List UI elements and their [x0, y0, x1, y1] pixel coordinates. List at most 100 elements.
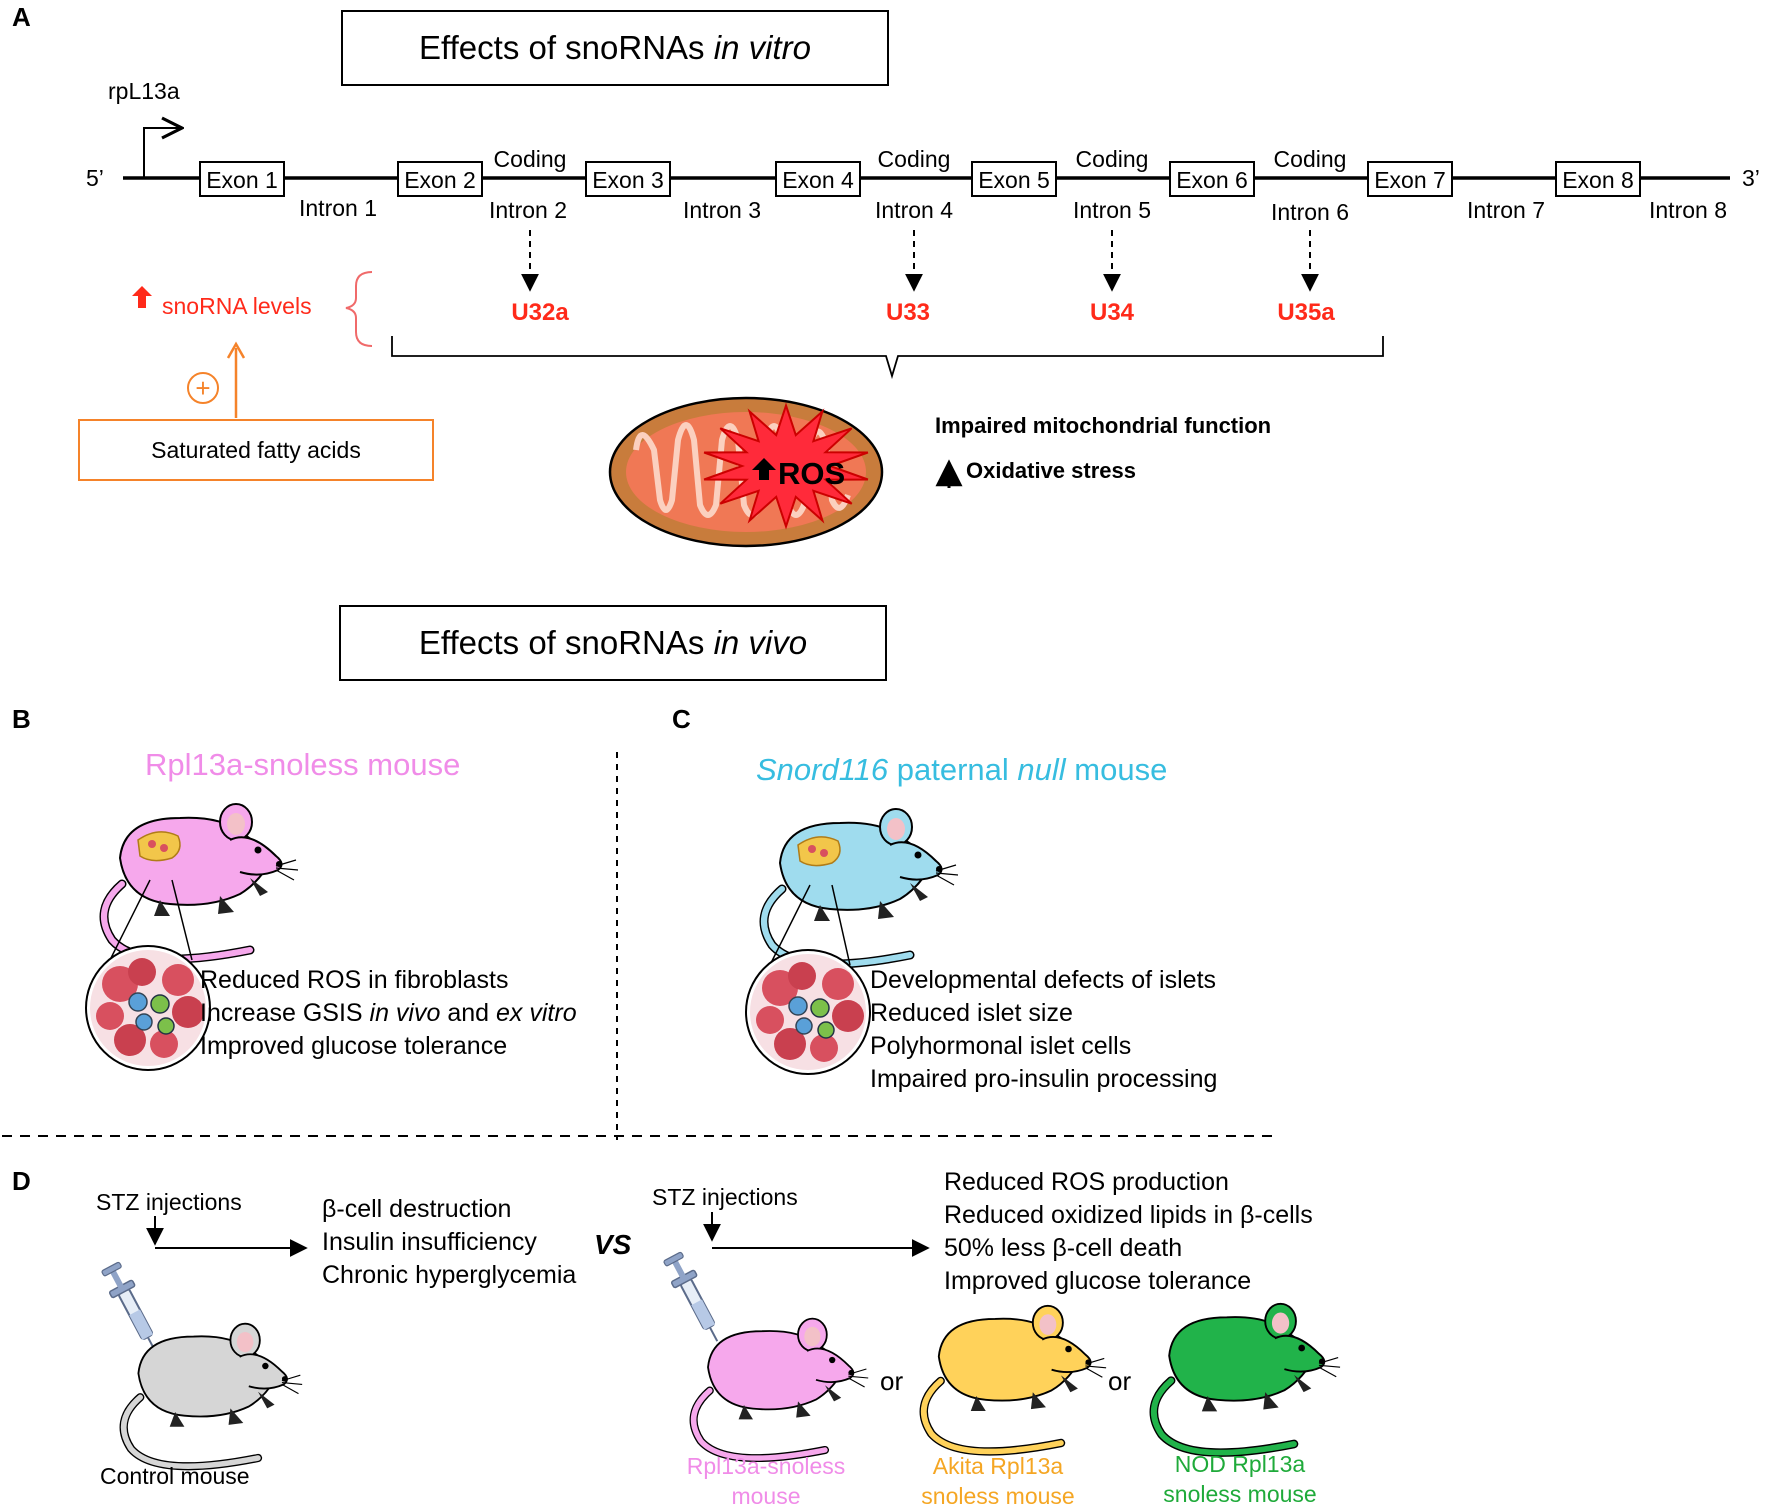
islet-icon-b	[85, 945, 211, 1071]
vs-label: VS	[594, 1229, 632, 1260]
exon-box-5	[971, 161, 1057, 197]
blue-mouse-icon	[759, 808, 959, 969]
stz-label-control: STZ injections	[96, 1189, 242, 1215]
exon-box-2	[397, 161, 483, 197]
exon-label-4: Exon 4	[782, 167, 854, 193]
rpl13a-label-line-1: Rpl13a-snoless	[687, 1453, 846, 1479]
coding-label-1: Coding	[494, 146, 567, 172]
exon-label-6: Exon 6	[1176, 167, 1248, 193]
snorna-label-1: U32a	[511, 299, 569, 326]
snoless-effect-2: Reduced oxidized lipids in β-cells	[944, 1201, 1313, 1229]
panel-c-line-1: Developmental defects of islets	[870, 966, 1216, 994]
snorna-brace	[345, 271, 373, 347]
pink-snoless-mouse-icon	[689, 1317, 869, 1463]
intron-label-7: Intron 7	[1467, 197, 1545, 223]
exon-label-7: Exon 7	[1374, 167, 1446, 193]
or-label-1: or	[880, 1366, 903, 1396]
exon-label-1: Exon 1	[206, 167, 278, 193]
promoter-arrow	[143, 128, 182, 178]
plus-symbol: +	[195, 373, 210, 403]
snorna-levels-label: snoRNA levels	[162, 293, 312, 319]
intron-label-5: Intron 5	[1073, 197, 1151, 223]
in-vivo-title: Effects of snoRNAs in vivo	[419, 624, 807, 661]
islet-icon-c	[745, 949, 871, 1075]
snoless-effect-4: Improved glucose tolerance	[944, 1267, 1251, 1295]
exon-label-2: Exon 2	[404, 167, 476, 193]
exon-box-4	[775, 161, 861, 197]
exon-label-8: Exon 8	[1562, 167, 1634, 193]
snorna-label-3: U34	[1090, 299, 1135, 326]
snorna-group-brace	[391, 336, 1384, 380]
coding-label-2: Coding	[878, 146, 951, 172]
panel-letter-c: C	[672, 704, 691, 734]
mito-effect-2: Oxidative stress	[966, 458, 1136, 483]
exon-box-1	[199, 161, 285, 197]
coding-group: Coding Coding Coding Coding	[494, 146, 1347, 172]
syringe-icon-snoless	[659, 1249, 730, 1349]
gray-mouse-icon	[119, 1322, 303, 1471]
akita-label-line-2: snoless mouse	[921, 1483, 1074, 1509]
control-effect-3: Chronic hyperglycemia	[322, 1261, 576, 1289]
green-nod-mouse-icon	[1149, 1302, 1341, 1457]
stz-label-snoless: STZ injections	[652, 1184, 798, 1210]
syringe-icon-control	[97, 1259, 168, 1359]
panel-b-line-2: Increase GSIS in vivo and ex vitro	[200, 999, 577, 1027]
saturated-fatty-acids-label: Saturated fatty acids	[151, 437, 361, 463]
in-vivo-title-box	[339, 605, 887, 681]
intron-group: Intron 1 Intron 2 Intron 3 Intron 4 Intron 5…	[299, 195, 1727, 225]
ros-up-arrow-icon	[752, 458, 776, 480]
panel-letter-d: D	[12, 1166, 31, 1196]
control-effect-1: β-cell destruction	[322, 1195, 511, 1223]
in-vitro-title: Effects of snoRNAs in vitro	[419, 29, 811, 66]
exon-box-3	[585, 161, 671, 197]
exon-group: Exon 1 Exon 2 Exon 3 Exon 4 Exon 5 Exon 6 Exon…	[199, 161, 1641, 197]
exon-label-3: Exon 3	[592, 167, 664, 193]
panel-c-title: Snord116 paternal null mouse	[756, 752, 1167, 787]
rpl13a-label-line-2: mouse	[731, 1483, 800, 1509]
gene-name: rpL13a	[108, 78, 180, 104]
control-mouse-label: Control mouse	[100, 1463, 250, 1489]
akita-label-line-1: Akita Rpl13a	[933, 1453, 1064, 1479]
snorna-label-4: U35a	[1277, 299, 1335, 326]
intron-label-6: Intron 6	[1271, 199, 1349, 225]
panel-c-line-2: Reduced islet size	[870, 999, 1073, 1027]
exon-box-8	[1555, 161, 1641, 197]
three-prime-label: 3’	[1742, 165, 1760, 191]
nod-label-line-1: NOD Rpl13a	[1175, 1451, 1306, 1477]
control-effect-2: Insulin insufficiency	[322, 1228, 537, 1256]
panel-c-line-3: Polyhormonal islet cells	[870, 1032, 1131, 1060]
or-label-2: or	[1108, 1366, 1131, 1396]
in-vitro-title-box	[341, 10, 889, 86]
zoom-line-left	[109, 879, 151, 961]
intron-label-8: Intron 8	[1649, 197, 1727, 223]
snoless-effect-1: Reduced ROS production	[944, 1168, 1229, 1196]
ros-label: ROS	[778, 456, 845, 491]
mito-effect-1: Impaired mitochondrial function	[935, 413, 1271, 438]
exon-box-6	[1169, 161, 1255, 197]
ros-burst-icon	[703, 402, 869, 530]
zoom-line-left-c	[769, 884, 811, 966]
orange-arrowhead-icon	[226, 341, 246, 359]
intron-label-4: Intron 4	[875, 197, 953, 223]
exon-box-7	[1367, 161, 1453, 197]
intron-label-1: Intron 1	[299, 195, 377, 221]
panel-b-title: Rpl13a-snoless mouse	[145, 747, 460, 782]
zoom-line-right	[171, 879, 193, 961]
exon-label-5: Exon 5	[978, 167, 1050, 193]
coding-label-3: Coding	[1076, 146, 1149, 172]
intron-label-2: Intron 2	[489, 197, 567, 223]
plus-circle-icon	[187, 372, 219, 404]
coding-label-4: Coding	[1274, 146, 1347, 172]
panel-b-line-3: Improved glucose tolerance	[200, 1032, 507, 1060]
pink-mouse-icon	[99, 803, 299, 964]
intron-label-3: Intron 3	[683, 197, 761, 223]
yellow-akita-mouse-icon	[919, 1304, 1107, 1456]
panel-c-line-4: Impaired pro-insulin processing	[870, 1065, 1217, 1093]
panel-letter-a: A	[12, 2, 31, 32]
snoless-effect-3: 50% less β-cell death	[944, 1234, 1182, 1262]
panel-letter-b: B	[12, 704, 31, 734]
up-arrow-icon	[132, 286, 152, 308]
zoom-line-right-c	[831, 884, 851, 966]
